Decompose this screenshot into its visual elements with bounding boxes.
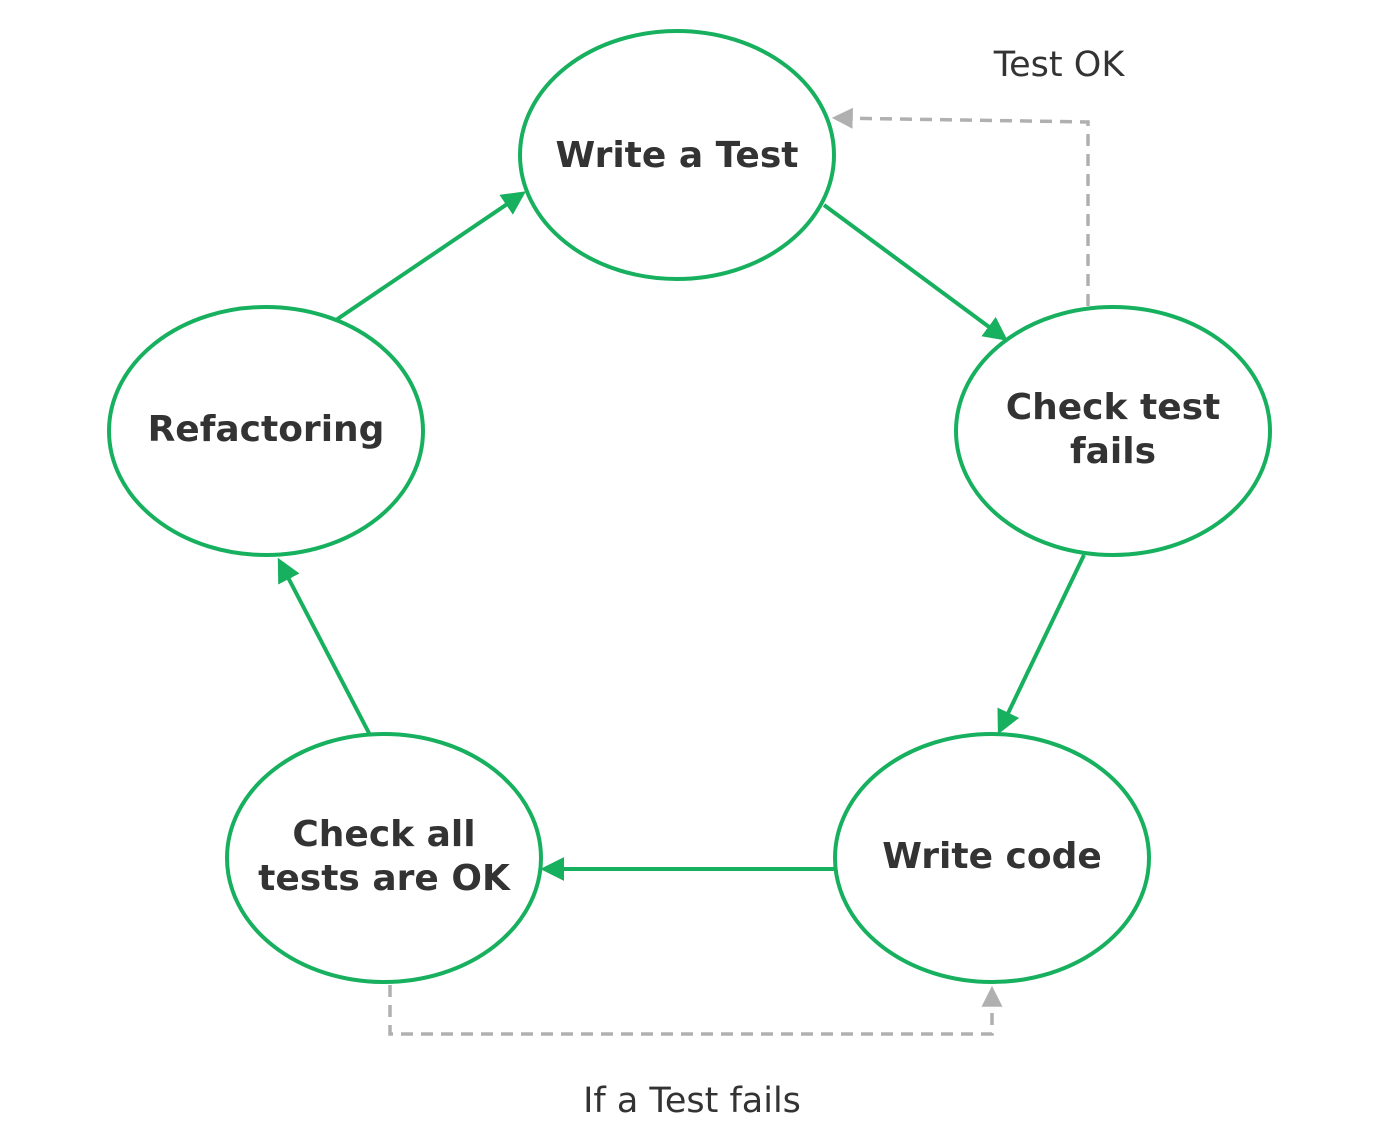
- label-test-ok: Test OK: [993, 45, 1126, 85]
- node-write-code: Write code: [833, 732, 1151, 984]
- node-refactoring: Refactoring: [107, 305, 425, 557]
- arrow-write-test-to-check-fails: [822, 203, 1008, 341]
- arrow-check-all-to-refactoring: [277, 557, 372, 736]
- label-if-test-fails: If a Test fails: [583, 1081, 801, 1121]
- arrow-check-fails-to-write-code: [997, 554, 1086, 735]
- dashed-arrow-test-ok: [831, 107, 1090, 306]
- node-write-a-test: Write a Test: [518, 29, 836, 281]
- arrow-refactoring-to-write-test: [334, 191, 526, 322]
- node-check-all-tests-ok: Check all tests are OK: [225, 732, 543, 984]
- node-label-line-2: tests are OK: [258, 858, 511, 899]
- node-label: Refactoring: [148, 409, 385, 450]
- node-check-test-fails: Check test fails: [954, 305, 1272, 557]
- dashed-arrow-if-test-fails: [388, 985, 1003, 1036]
- node-label-line-1: Check test: [1006, 387, 1221, 428]
- node-label: Write code: [882, 836, 1102, 877]
- node-label: Write a Test: [556, 135, 799, 176]
- node-label-line-1: Check all: [292, 814, 475, 855]
- node-label-line-2: fails: [1070, 431, 1156, 472]
